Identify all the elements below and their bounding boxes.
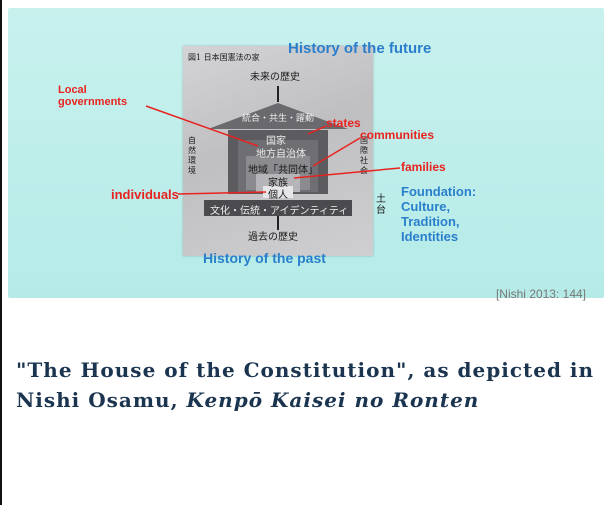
annotation-arrows	[145, 86, 401, 230]
jp-nature: 自然環境	[188, 136, 196, 175]
label-foundation: Foundation: Culture, Tradition, Identiti…	[401, 184, 476, 244]
caption: "The House of the Constitution", as depi…	[16, 355, 596, 415]
label-individuals: individuals	[111, 187, 179, 202]
arrow-local	[145, 105, 259, 147]
caption-text: "The House of the Constitution", as depi…	[16, 358, 595, 412]
citation: [Nishi 2013: 144]	[495, 287, 586, 301]
caption-book-title: Kenpō Kaisei no Ronten	[186, 388, 480, 412]
label-culture: Culture,	[401, 199, 451, 214]
jp-soil: 土台	[376, 194, 386, 216]
jp-roof-label: 統合・共生・躍動	[241, 114, 314, 124]
roof	[208, 103, 348, 129]
label-history-future: History of the future	[288, 40, 432, 57]
jp-community: 地域「共同体」	[248, 165, 318, 176]
label-tradition: Tradition,	[401, 214, 460, 229]
label-families: families	[401, 160, 446, 174]
label-identities: Identities	[401, 229, 459, 244]
label-local-governments-1: Local	[58, 84, 87, 96]
figure-panel: 図1 日本国憲法の家 未来の歴史 統合・共生・躍動 国家 地方自治体 地域「共同…	[8, 8, 604, 301]
individual-box	[263, 186, 293, 198]
arrow-communities	[312, 137, 361, 167]
label-states: states	[326, 116, 361, 130]
jp-family: 家族	[268, 178, 288, 189]
arrow-states	[307, 125, 327, 135]
left-rule	[0, 0, 2, 505]
jp-figure-title: 図1 日本国憲法の家	[188, 53, 260, 62]
label-foundation-title: Foundation:	[401, 184, 477, 199]
arrow-families	[293, 167, 401, 179]
arrow-individuals	[177, 191, 267, 195]
label-local-governments-2: governments	[58, 96, 128, 108]
jp-future: 未来の歴史	[250, 72, 300, 83]
jp-state: 国家	[266, 136, 286, 147]
jp-intl: 国際社会	[360, 136, 368, 175]
label-history-past: History of the past	[203, 250, 326, 266]
jp-local: 地方自治体	[256, 149, 306, 160]
jp-individual: 個人	[268, 190, 288, 201]
jp-culture: 文化・伝統・アイデンティティ	[210, 206, 349, 217]
jp-past: 過去の歴史	[248, 232, 298, 243]
label-communities: communities	[360, 128, 435, 142]
foundation-bar	[204, 200, 352, 216]
